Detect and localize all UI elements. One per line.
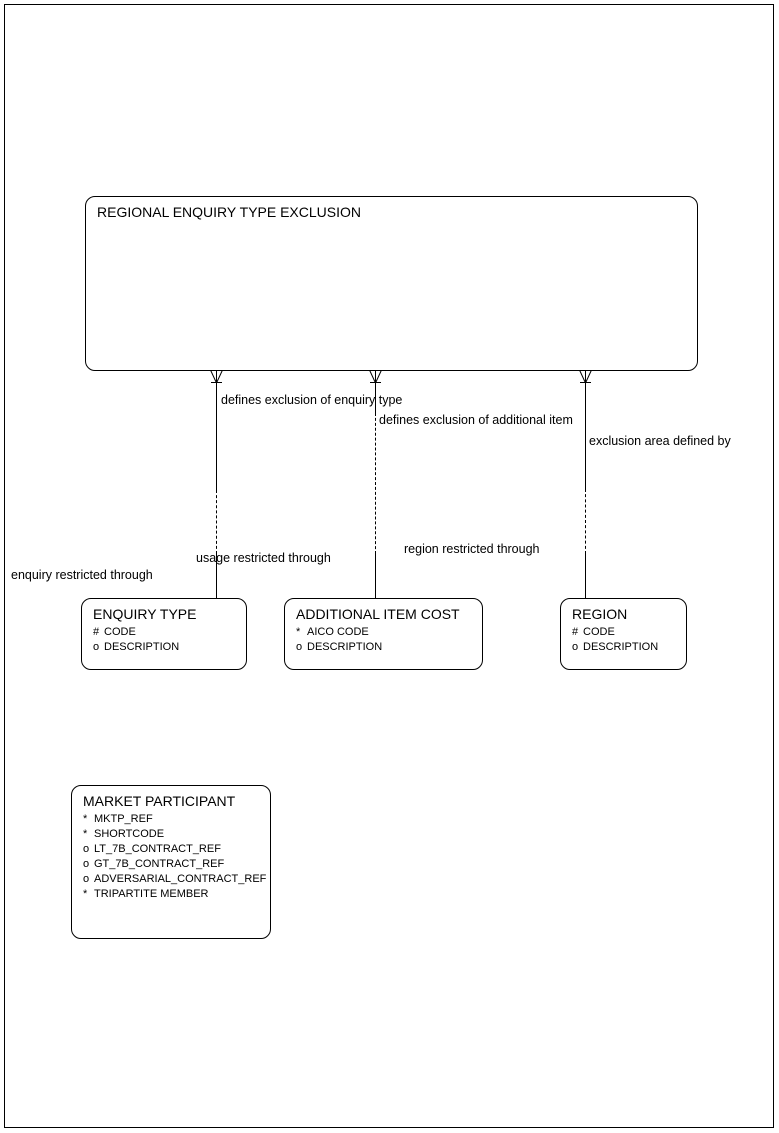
attribute-marker: *	[296, 626, 301, 638]
attribute-row: * AICO CODE	[296, 625, 382, 640]
attribute-marker: o	[296, 641, 303, 653]
attribute-row: o DESCRIPTION	[296, 640, 382, 655]
attribute-row: * TRIPARTITE MEMBER	[83, 887, 266, 902]
relationship-label-enquiry-restricted-through: enquiry restricted through	[11, 568, 153, 582]
connector-line-enquiry-type-dashed	[216, 490, 217, 554]
connector-line-additional-item-dashed	[375, 413, 376, 554]
relationship-label-usage-restricted-through: usage restricted through	[196, 551, 331, 565]
relationship-label-exclusion-area-defined-by: exclusion area defined by	[589, 434, 731, 448]
attribute-row: o GT_7B_CONTRACT_REF	[83, 857, 266, 872]
attribute-row: o DESCRIPTION	[572, 640, 658, 655]
attribute-list: # CODE o DESCRIPTION	[572, 625, 658, 655]
attribute-name: CODE	[104, 626, 136, 638]
attribute-list: # CODE o DESCRIPTION	[93, 625, 179, 655]
entity-additional-item-cost[interactable]: ADDITIONAL ITEM COST * AICO CODE o DESCRIP…	[284, 598, 483, 670]
attribute-name: DESCRIPTION	[104, 641, 180, 653]
entity-title: REGION	[572, 606, 628, 622]
connector-line-enquiry-type-solid-bottom	[216, 554, 217, 598]
entity-title: ADDITIONAL ITEM COST	[296, 606, 460, 622]
connector-line-region-solid-bottom	[585, 554, 586, 598]
entity-title: MARKET PARTICIPANT	[83, 793, 236, 809]
attribute-marker: *	[83, 888, 88, 900]
attribute-marker: *	[83, 828, 88, 840]
attribute-marker: #	[93, 626, 100, 638]
attribute-name: AICO CODE	[307, 626, 369, 638]
attribute-name: SHORTCODE	[94, 828, 165, 840]
entity-regional-enquiry-type-exclusion[interactable]: REGIONAL ENQUIRY TYPE EXCLUSION	[85, 196, 698, 371]
attribute-row: # CODE	[93, 625, 179, 640]
entity-market-participant[interactable]: MARKET PARTICIPANT * MKTP_REF * SHORTCODE …	[71, 785, 271, 939]
attribute-name: DESCRIPTION	[307, 641, 383, 653]
attribute-name: LT_7B_CONTRACT_REF	[94, 843, 221, 855]
connector-line-additional-item-solid-bottom	[375, 554, 376, 598]
attribute-row: o ADVERSARIAL_CONTRACT_REF	[83, 872, 266, 887]
relationship-label-defines-exclusion-of-enquiry-type: defines exclusion of enquiry type	[221, 393, 403, 407]
attribute-name: DESCRIPTION	[583, 641, 659, 653]
connector-line-additional-item-solid-top	[375, 381, 376, 413]
attribute-name: TRIPARTITE MEMBER	[94, 888, 209, 900]
page-border	[4, 4, 774, 1128]
attribute-row: * MKTP_REF	[83, 812, 266, 827]
attribute-row: # CODE	[572, 625, 658, 640]
entity-enquiry-type[interactable]: ENQUIRY TYPE # CODE o DESCRIPTION	[81, 598, 247, 670]
connector-line-enquiry-type-solid-top	[216, 381, 217, 490]
attribute-row: o DESCRIPTION	[93, 640, 179, 655]
connector-line-region-dashed	[585, 489, 586, 554]
entity-region[interactable]: REGION # CODE o DESCRIPTION	[560, 598, 687, 670]
attribute-marker: o	[83, 873, 90, 885]
attribute-marker: o	[572, 641, 579, 653]
attribute-name: MKTP_REF	[94, 813, 153, 825]
entity-title: ENQUIRY TYPE	[93, 606, 197, 622]
attribute-list: * AICO CODE o DESCRIPTION	[296, 625, 382, 655]
attribute-name: ADVERSARIAL_CONTRACT_REF	[94, 873, 267, 885]
crowfoot-icon-additional-item	[369, 369, 382, 384]
attribute-marker: *	[83, 813, 88, 825]
attribute-row: * SHORTCODE	[83, 827, 266, 842]
relationship-label-region-restricted-through: region restricted through	[404, 542, 540, 556]
attribute-marker: #	[572, 626, 579, 638]
attribute-name: GT_7B_CONTRACT_REF	[94, 858, 225, 870]
crowfoot-icon-enquiry-type	[210, 369, 223, 384]
crowfoot-icon-region	[579, 369, 592, 384]
attribute-marker: o	[83, 858, 90, 870]
entity-title: REGIONAL ENQUIRY TYPE EXCLUSION	[97, 204, 362, 220]
relationship-label-defines-exclusion-of-additional-item: defines exclusion of additional item	[379, 413, 573, 427]
attribute-row: o LT_7B_CONTRACT_REF	[83, 842, 266, 857]
attribute-name: CODE	[583, 626, 615, 638]
attribute-list: * MKTP_REF * SHORTCODE o LT_7B_CONTRACT_REF…	[83, 812, 266, 902]
connector-line-region-solid-top	[585, 381, 586, 489]
attribute-marker: o	[93, 641, 100, 653]
attribute-marker: o	[83, 843, 90, 855]
